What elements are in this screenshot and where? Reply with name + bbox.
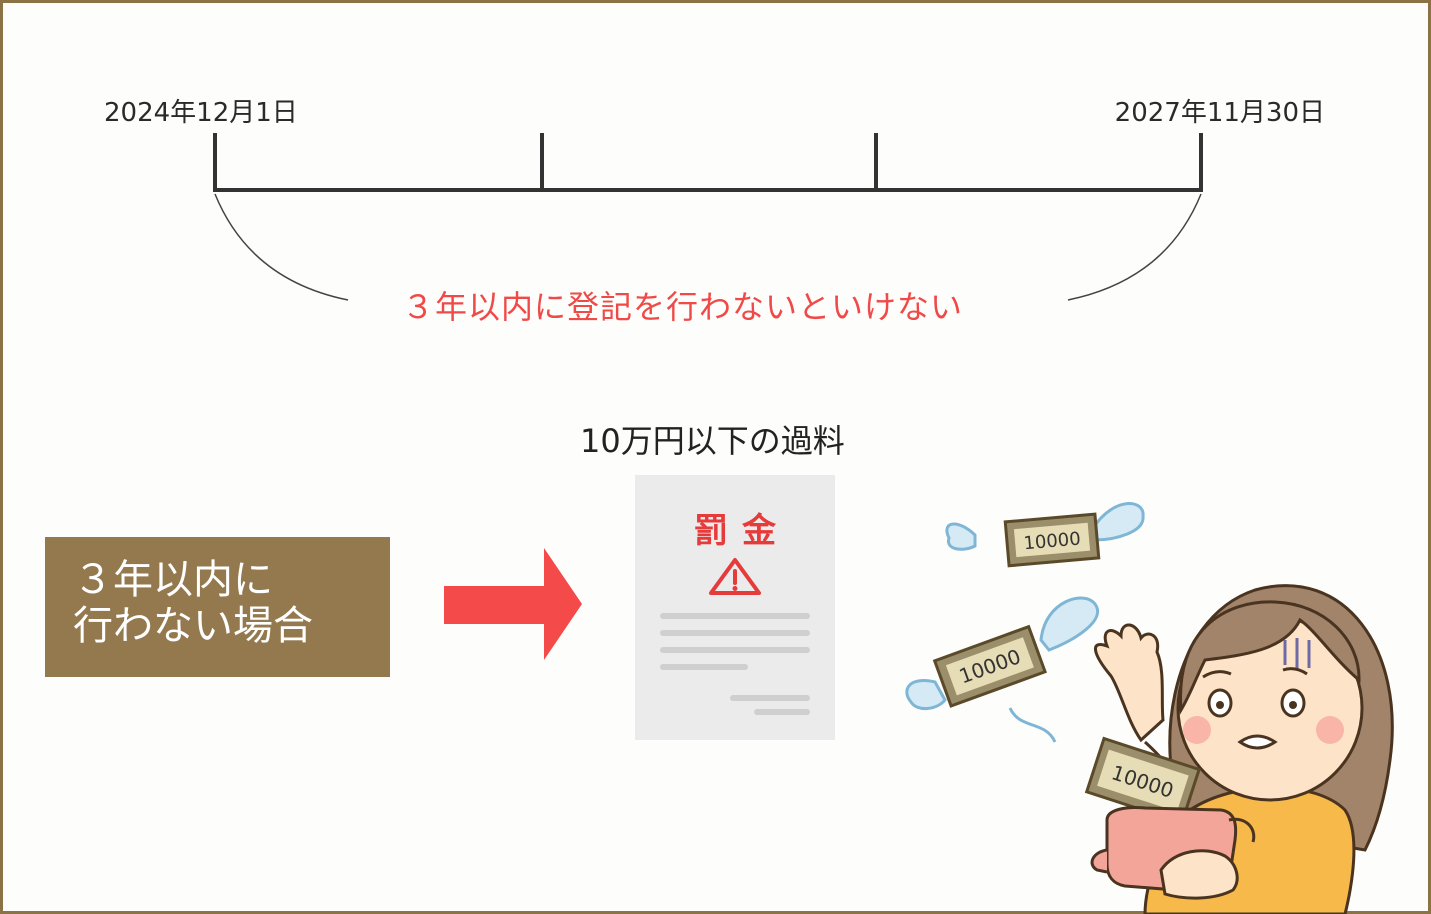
worried-woman-illustration: 10000 10000 1000 [905, 502, 1394, 914]
deadline-note: ３年以内に登記を行わないといけない [402, 288, 964, 326]
penalty-caption: 10万円以下の過料 [580, 422, 845, 460]
worry-lines [1283, 638, 1311, 670]
timeline-end-date: 2027年11月30日 [1114, 98, 1325, 128]
document-text-lines [660, 613, 810, 715]
flying-banknote-icon: 10000 [945, 502, 1145, 568]
fine-document-title: 罰金 [694, 511, 790, 551]
condition-line-1: ３年以内に [73, 557, 273, 603]
document-contents [660, 558, 810, 715]
brace-right [1067, 193, 1202, 301]
flying-banknote-icon: 10000 [905, 596, 1099, 710]
fine-document: 罰金 [635, 475, 835, 740]
timeline-start-date: 2024年12月1日 [104, 98, 298, 128]
banknote-value-1: 10000 [1023, 528, 1082, 554]
arrow-right-icon [444, 548, 582, 660]
brace-left [214, 193, 349, 301]
warning-icon [709, 558, 761, 595]
condition-box: ３年以内に 行わない場合 [45, 537, 390, 677]
condition-line-2: 行わない場合 [73, 603, 313, 649]
